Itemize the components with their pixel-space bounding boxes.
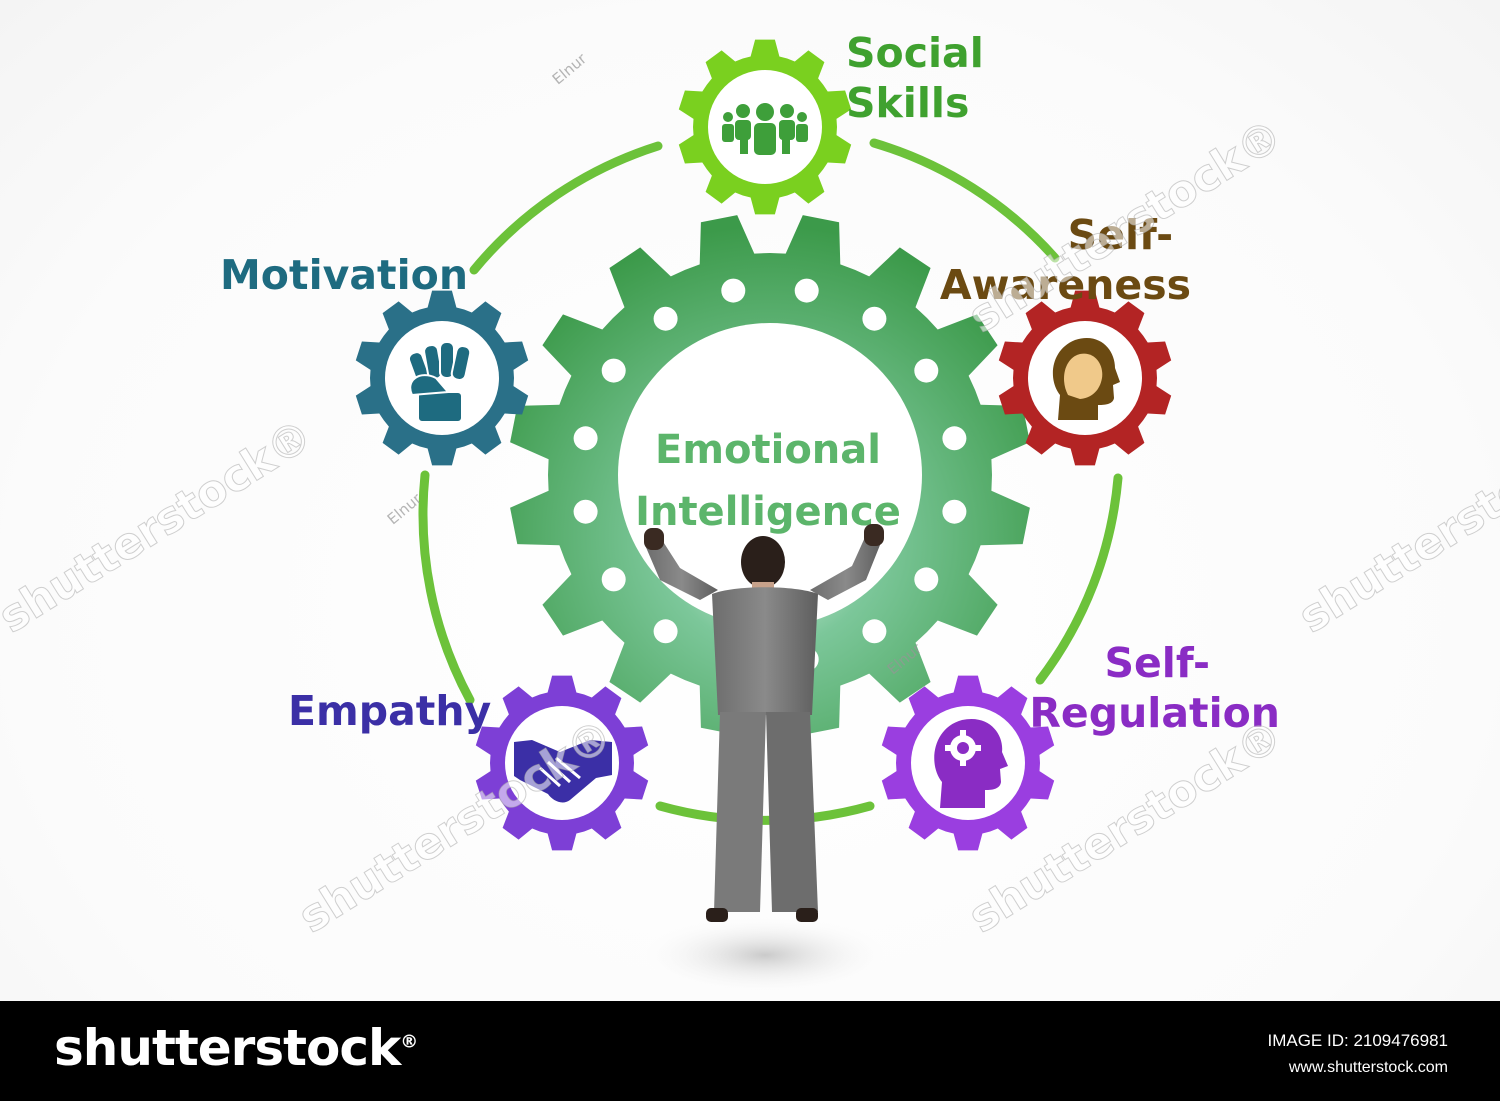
label-self-regulation-line2: Regulation bbox=[1029, 689, 1280, 737]
main-gear-hole bbox=[653, 306, 678, 331]
main-gear-hole bbox=[653, 619, 678, 644]
main-gear-hole bbox=[794, 278, 819, 303]
footer-site-url: www.shutterstock.com bbox=[1288, 1059, 1448, 1076]
footer-image-id: IMAGE ID: 2109476981 bbox=[1267, 1031, 1448, 1050]
gear-social-skills bbox=[678, 39, 852, 215]
raised-fist-icon bbox=[407, 341, 472, 423]
main-gear-hole bbox=[721, 278, 746, 303]
main-gear-hole bbox=[914, 567, 939, 592]
main-gear-hole bbox=[601, 358, 626, 383]
label-self-awareness: Self- Awareness bbox=[940, 210, 1246, 310]
label-social-skills-line1: Social bbox=[846, 29, 984, 77]
emotional-intelligence-diagram: Emotional Intelligence bbox=[355, 39, 1172, 995]
footer-bar: shutterstock® IMAGE ID: 2109476981 www.s… bbox=[0, 1001, 1500, 1101]
footer-brand-logo: shutterstock® bbox=[54, 1019, 418, 1077]
main-gear-hole bbox=[601, 567, 626, 592]
head-gear-icon bbox=[934, 718, 1008, 808]
ring-arc-top-right bbox=[869, 138, 1060, 263]
gear-empathy bbox=[475, 675, 649, 851]
gear-motivation bbox=[355, 290, 529, 466]
people-group-icon bbox=[722, 103, 808, 155]
ring-arc-right bbox=[1035, 473, 1123, 685]
main-gear-hole bbox=[862, 306, 887, 331]
main-gear-hole bbox=[862, 619, 887, 644]
label-self-regulation-line1: Self- bbox=[1104, 639, 1210, 687]
label-empathy: Empathy bbox=[288, 687, 492, 735]
main-gear-hole bbox=[942, 499, 967, 524]
businessman-figure bbox=[635, 524, 895, 995]
gear-self-regulation bbox=[881, 675, 1055, 851]
main-gear-hole bbox=[573, 426, 598, 451]
ring-arc-bottom bbox=[655, 801, 875, 825]
label-social-skills: Social Skills bbox=[846, 28, 984, 128]
label-self-awareness-line1: Self- bbox=[1067, 211, 1174, 259]
ring-arc-left bbox=[418, 470, 475, 705]
ring-arc-top-left bbox=[469, 141, 663, 275]
label-self-awareness-line2: Awareness bbox=[939, 261, 1191, 309]
label-motivation: Motivation bbox=[220, 251, 469, 299]
connecting-ring bbox=[418, 138, 1123, 825]
gear-self-awareness bbox=[998, 290, 1172, 466]
main-gear-hole bbox=[914, 358, 939, 383]
center-title-line1: Emotional bbox=[655, 427, 881, 473]
main-gear-hole bbox=[942, 426, 967, 451]
main-gear: Emotional Intelligence bbox=[510, 215, 1030, 735]
label-self-regulation: Self- Regulation bbox=[1029, 638, 1280, 738]
head-profile-icon bbox=[1052, 338, 1120, 420]
handshake-icon bbox=[514, 740, 612, 803]
main-gear-hole bbox=[573, 499, 598, 524]
center-title-line2: Intelligence bbox=[635, 489, 901, 535]
label-social-skills-line2: Skills bbox=[846, 79, 970, 127]
